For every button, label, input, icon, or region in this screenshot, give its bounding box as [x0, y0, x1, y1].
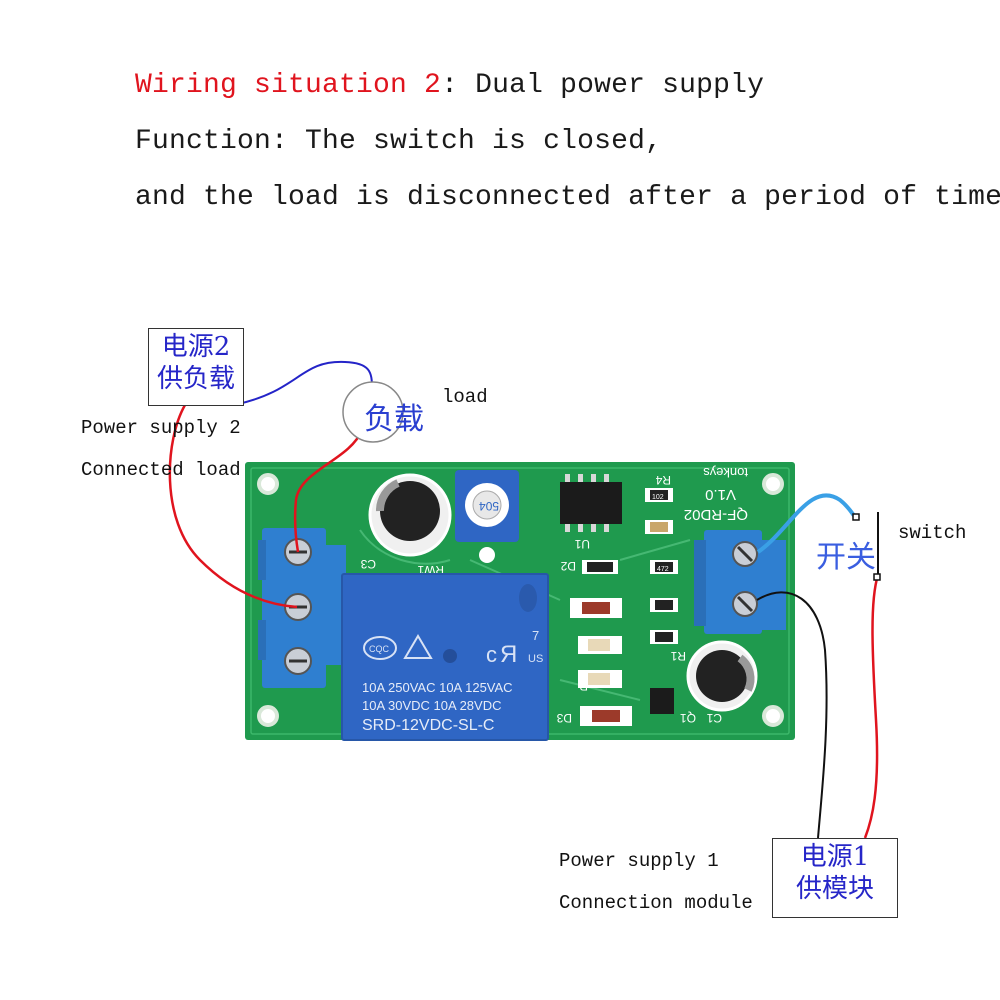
svg-text:CQC: CQC	[369, 644, 390, 654]
switch-chinese-label: 开关	[816, 540, 876, 575]
power-supply-1-box: 电源1 供模块	[772, 838, 898, 918]
box-top-line-2: 供负载	[156, 364, 235, 394]
pcb-model: QF-RD02	[684, 506, 748, 523]
wire-red-module	[863, 574, 880, 839]
svg-text:c: c	[486, 642, 497, 667]
header-line-1-rest: : Dual power supply	[441, 70, 765, 101]
smd-components: 102 472 R4 D2 R1 R D3 Q1	[556, 473, 696, 726]
box-top-line-1: 电源2	[161, 332, 231, 362]
ref-c3: C3	[360, 557, 376, 571]
label-load: load	[442, 386, 488, 408]
ref-d2: D2	[560, 559, 576, 573]
wire-lightblue-switch	[756, 493, 858, 554]
svg-text:US: US	[528, 653, 543, 665]
label-power-supply-2: Power supply 2	[81, 417, 241, 439]
mounting-holes	[257, 473, 784, 727]
ref-r4: R4	[655, 473, 671, 487]
load-chinese-label: 负载	[364, 402, 424, 437]
capacitor-c3: C3	[360, 473, 452, 571]
wire-blue-load	[237, 360, 373, 405]
potentiometer-rw1: 504 RW1	[417, 470, 519, 577]
ref-q1: Q1	[680, 711, 696, 725]
label-power-supply-1: Power supply 1	[559, 850, 719, 872]
ref-r: R	[579, 679, 588, 693]
relay-mark: 7	[532, 628, 539, 643]
header-line-2: Function: The switch is closed,	[135, 126, 663, 157]
relay-rating-1: 10A 250VAC 10A 125VAC	[362, 680, 513, 695]
res-label-1: 102	[652, 494, 664, 501]
header-line-1: Wiring situation 2: Dual power supply	[135, 70, 764, 101]
wire-black-module	[756, 591, 828, 839]
label-connected-load: Connected load	[81, 459, 241, 481]
ref-d3: D3	[556, 711, 572, 725]
power-supply-2-box: 电源2 供负载	[148, 328, 244, 406]
box-bottom-line-2: 供模块	[795, 874, 874, 904]
label-connection-module: Connection module	[559, 892, 753, 914]
box-bottom-line-1: 电源1	[800, 842, 870, 872]
capacitor-c1: C1	[686, 640, 758, 725]
wire-red-load	[293, 429, 364, 553]
header-line-3: and the load is disconnected after a per…	[135, 182, 1000, 213]
wire-red-supply2	[168, 404, 298, 609]
pot-label: 504	[479, 499, 499, 513]
relay-model: SRD-12VDC-SL-C	[362, 717, 494, 734]
brand-label: tonkeys	[703, 465, 748, 480]
relay-rating-2: 10A 30VDC 10A 28VDC	[362, 698, 501, 713]
pcb-silkscreen: tonkeys V1.0 QF-RD02	[684, 465, 748, 523]
label-switch: switch	[898, 522, 967, 544]
ref-c1: C1	[706, 711, 722, 725]
ref-u1: U1	[574, 537, 590, 551]
svg-text:Я: Я	[500, 641, 517, 668]
res-label-2: 472	[657, 566, 669, 573]
ref-r1: R1	[670, 649, 686, 663]
terminal-block-left	[258, 528, 346, 688]
load-circle-icon	[342, 381, 404, 443]
relay: CQC c Я US 7 10A 250VAC 10A 125VAC 10A 3…	[341, 573, 549, 741]
switch-icon	[852, 512, 881, 581]
ic-u1: U1	[560, 474, 622, 551]
header-highlight: Wiring situation 2	[135, 70, 442, 101]
terminal-block-right	[694, 530, 786, 634]
pcb-version: V1.0	[705, 486, 736, 503]
